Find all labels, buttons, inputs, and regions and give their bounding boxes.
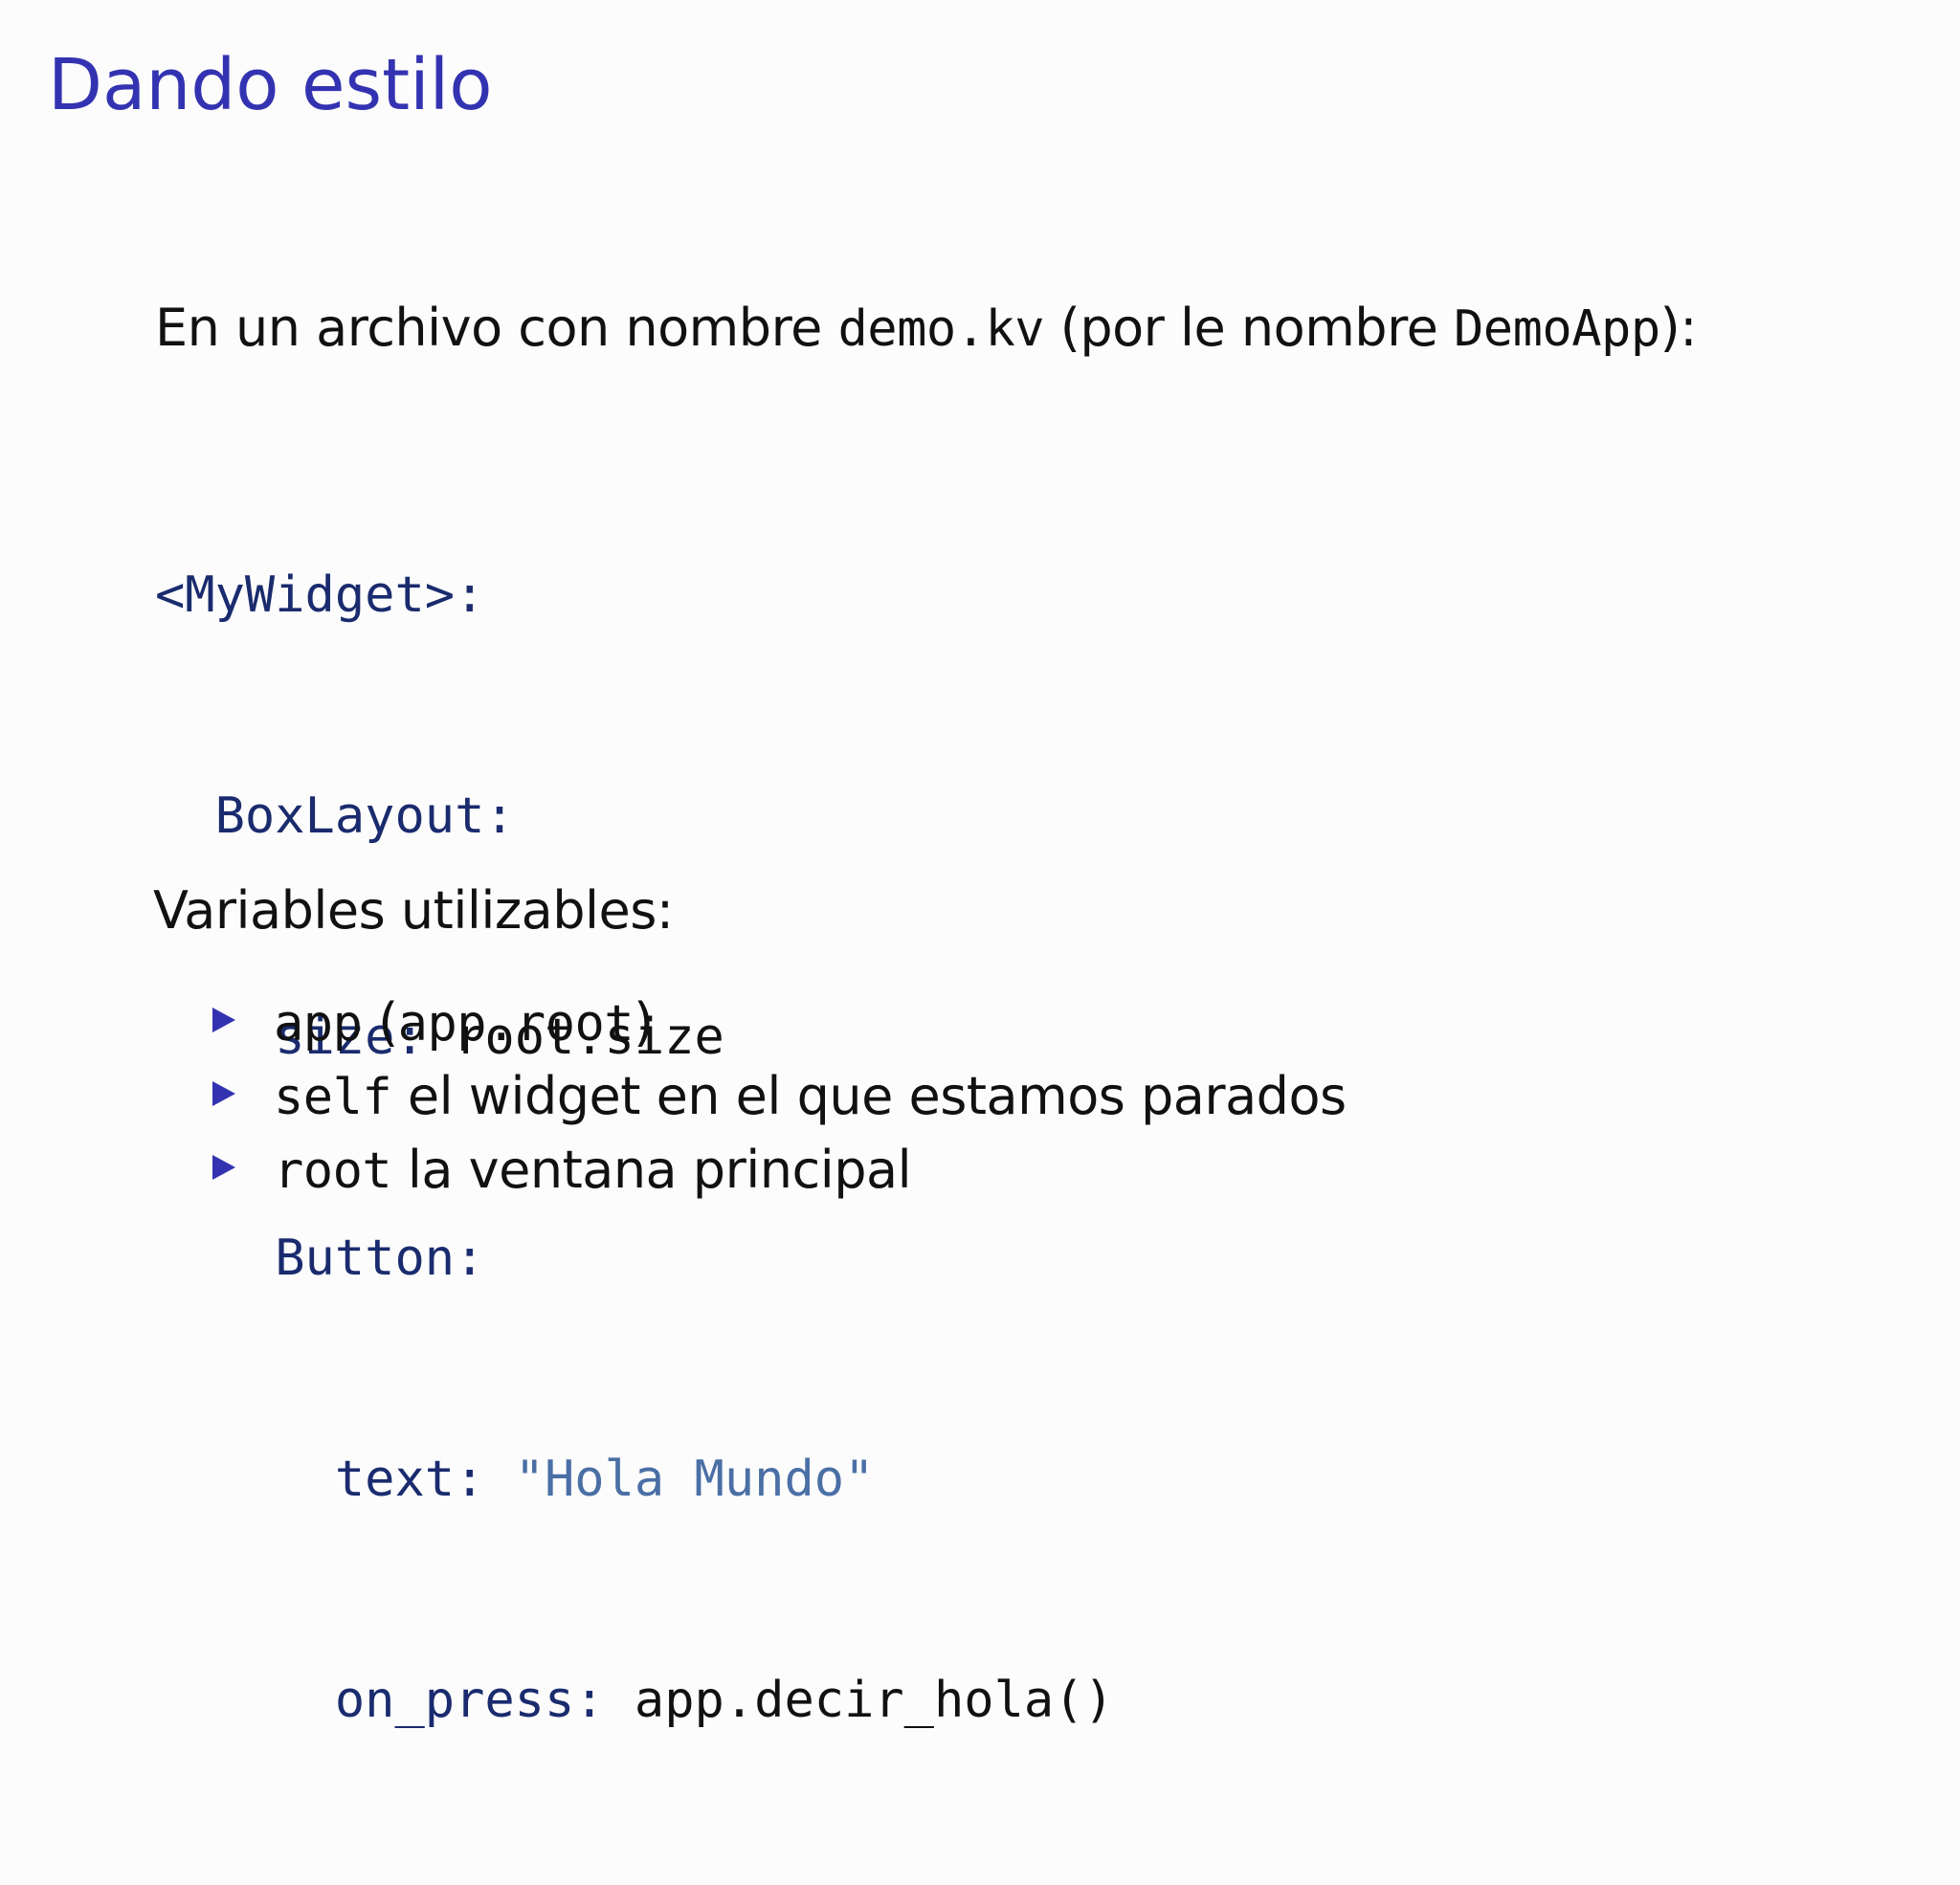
code-line: BoxLayout: <box>155 780 1114 854</box>
variable-code: self <box>274 1069 392 1126</box>
intro-appname-code: DemoApp <box>1453 300 1660 358</box>
code-rule: <MyWidget>: <box>155 566 485 624</box>
slide-title: Dando estilo <box>48 44 493 126</box>
intro-text: ): <box>1659 298 1698 358</box>
list-item: app (app.root) <box>212 986 1347 1059</box>
variable-description: la ventana principal <box>391 1140 912 1200</box>
variable-code: app.root <box>397 995 635 1053</box>
code-widget: Button: <box>275 1230 485 1287</box>
triangle-bullet-icon <box>212 1155 235 1181</box>
slide: Dando estilo En un archivo con nombre de… <box>48 44 1697 1729</box>
list-item: self el widget en el que estamos parados <box>212 1059 1347 1133</box>
variables-heading: Variables utilizables: <box>153 880 674 941</box>
code-string: "Hola Mundo" <box>484 1451 875 1508</box>
code-line: size: root.size <box>155 1001 1114 1075</box>
code-widget: BoxLayout: <box>214 787 515 845</box>
code-value: root.size <box>424 1009 724 1066</box>
code-property: size: <box>275 1009 425 1066</box>
variables-list: app (app.root) self el widget en el que … <box>212 986 1347 1207</box>
code-line: <MyWidget>: <box>155 559 1114 632</box>
intro-text: (por le nombre <box>1044 298 1454 358</box>
variable-description: el widget en el que estamos parados <box>391 1066 1347 1126</box>
code-line: Button: <box>155 1222 1114 1296</box>
variable-description: ( <box>362 992 398 1053</box>
variable-code: root <box>274 1142 392 1200</box>
code-line: text: "Hola Mundo" <box>155 1443 1114 1517</box>
triangle-bullet-icon <box>212 1081 235 1107</box>
list-item: root la ventana principal <box>212 1133 1347 1207</box>
intro-text: En un archivo con nombre <box>155 298 838 358</box>
code-value: app.decir_hola() <box>604 1672 1114 1729</box>
intro-filename-code: demo.kv <box>837 300 1045 358</box>
variable-description: ) <box>634 992 654 1053</box>
variable-code: app <box>274 995 363 1053</box>
intro-paragraph: En un archivo con nombre demo.kv (por le… <box>155 302 1697 355</box>
code-property: text: <box>334 1451 485 1508</box>
code-property: on_press: <box>334 1672 605 1729</box>
triangle-bullet-icon <box>212 1008 235 1033</box>
code-line: on_press: app.decir_hola() <box>155 1664 1114 1738</box>
